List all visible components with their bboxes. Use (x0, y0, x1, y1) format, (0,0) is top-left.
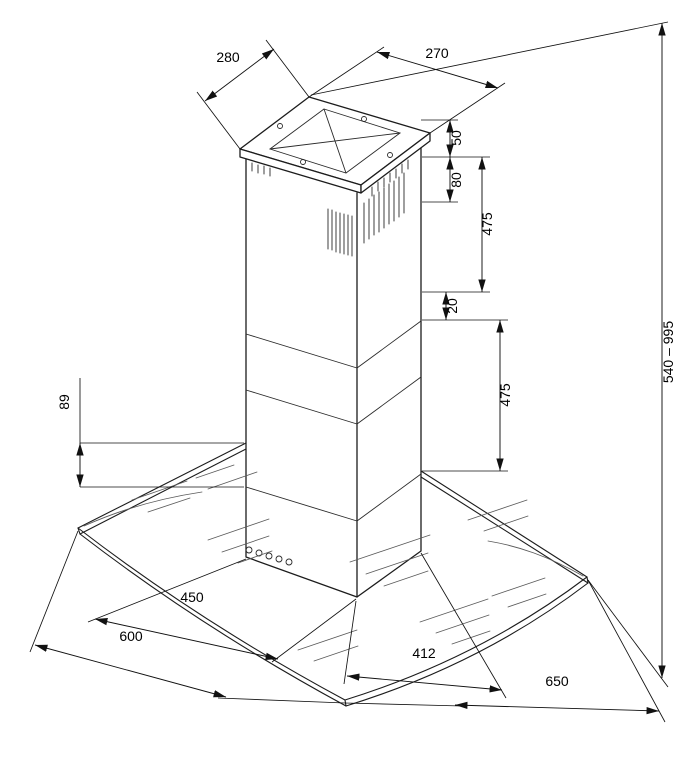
vent-slats-left-face (327, 208, 353, 257)
dim-label-glass-width: 600 (119, 628, 143, 644)
dim-label-plate-depth: 280 (216, 49, 240, 65)
dim-label-body-depth: 412 (412, 645, 436, 661)
dim-label-lower-chimney: 475 (497, 383, 513, 407)
dim-label-canopy-edge: 89 (56, 394, 72, 410)
dim-label-body-width: 450 (180, 589, 204, 605)
plate-screw-holes (277, 116, 393, 165)
flange-slots (251, 159, 409, 197)
dim-label-flange-upper: 50 (448, 130, 464, 146)
dim-label-flange-lower: 80 (448, 172, 464, 188)
vent-slats-right-face (363, 172, 405, 244)
dim-label-overall-height: 540 – 995 (660, 321, 676, 383)
dimension-labels: 280 270 50 80 475 20 475 540 – 995 89 45… (56, 45, 676, 689)
dim-label-overlap: 20 (444, 298, 460, 314)
ceiling-plate (239, 96, 431, 194)
dim-label-upper-chimney: 475 (479, 212, 495, 236)
dim-label-plate-width: 270 (425, 45, 449, 61)
dimension-lines (34, 22, 666, 715)
dim-label-glass-depth: 650 (545, 673, 569, 689)
chimney-duct (245, 143, 422, 598)
plate-opening (269, 108, 401, 174)
